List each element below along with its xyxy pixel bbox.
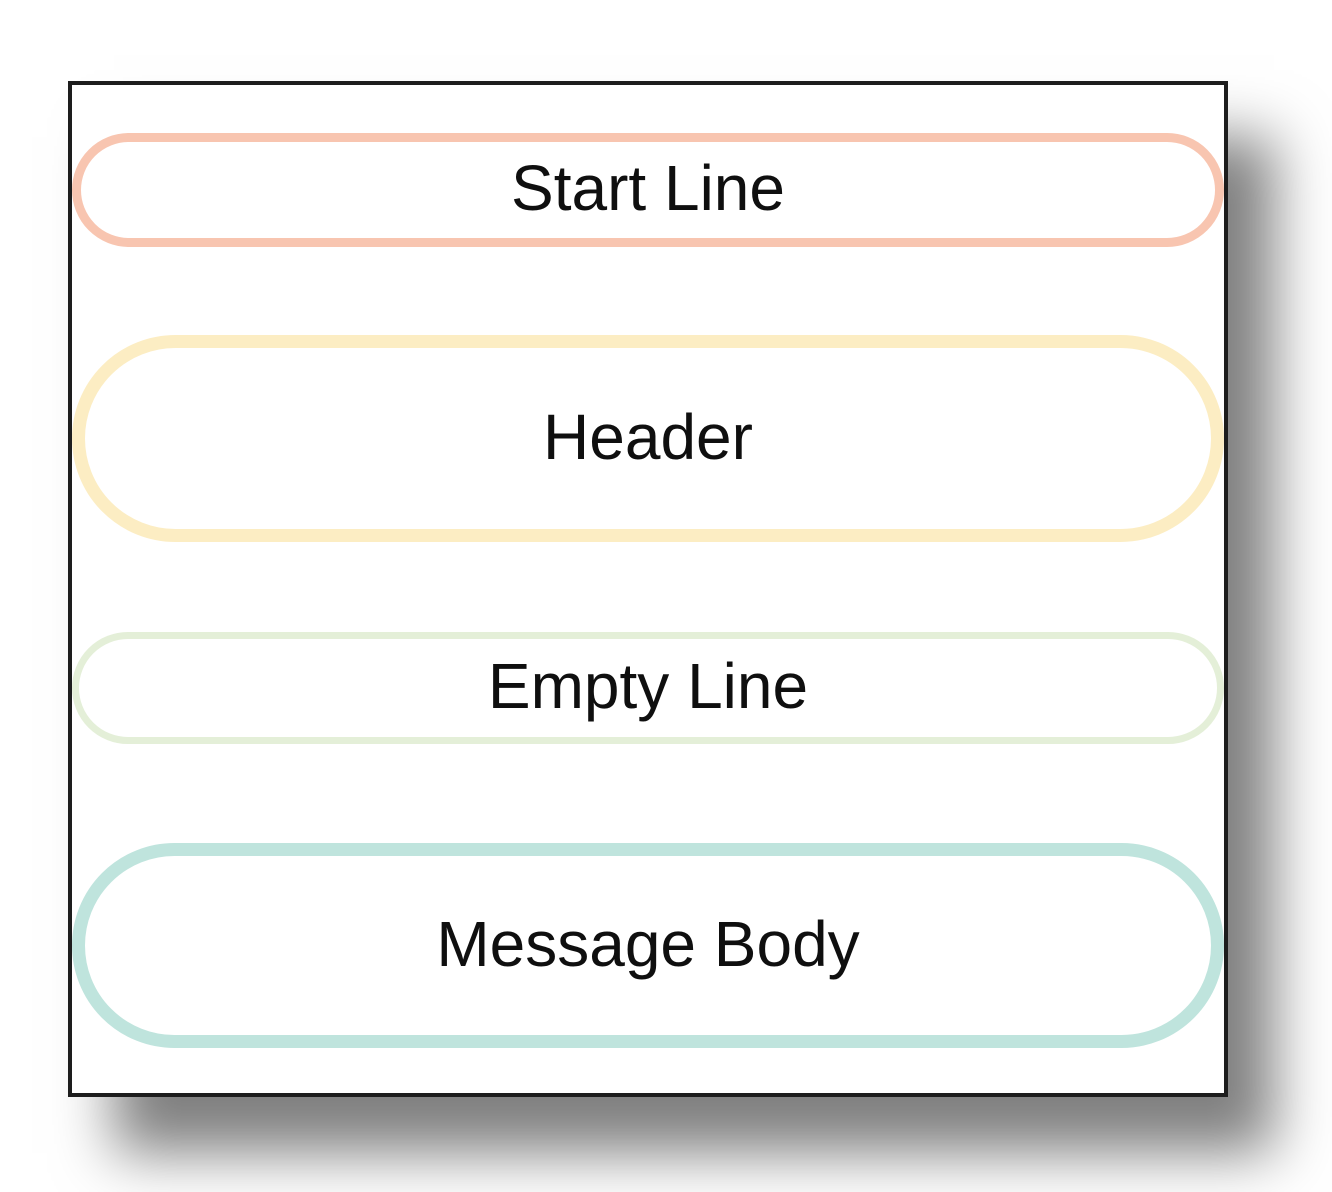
block-header-label: Header: [543, 400, 753, 473]
block-start-line-label: Start Line: [511, 152, 785, 224]
block-start-line: Start Line: [72, 133, 1224, 247]
block-header: Header: [72, 335, 1224, 542]
block-empty-line: Empty Line: [72, 632, 1224, 744]
http-message-container: Start Line Header Empty Line Message Bod…: [68, 81, 1228, 1097]
block-message-body-label: Message Body: [436, 907, 860, 980]
block-empty-line-label: Empty Line: [487, 650, 809, 722]
block-message-body: Message Body: [72, 843, 1224, 1048]
